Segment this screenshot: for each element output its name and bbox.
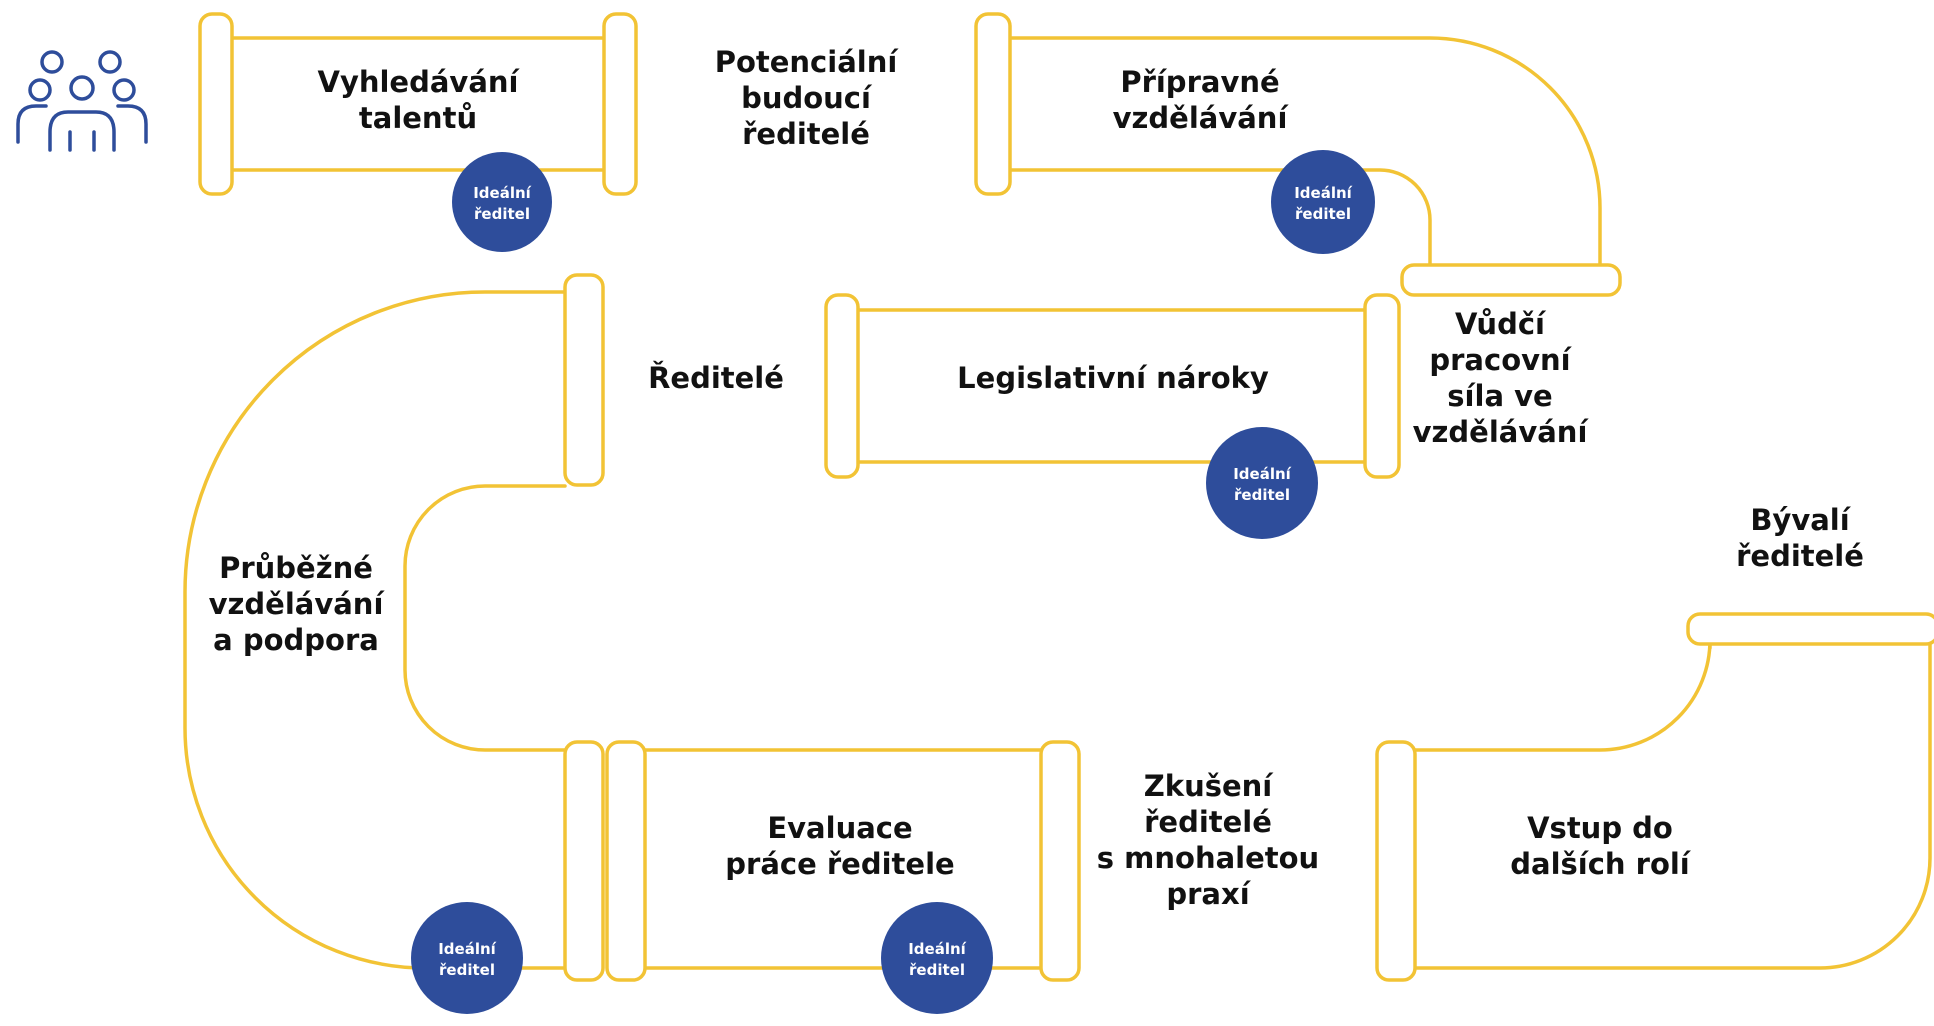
badge-label: Ideální ředitel bbox=[1294, 184, 1352, 223]
badge-circle bbox=[452, 152, 552, 252]
badge-label-line: ředitel bbox=[439, 961, 495, 979]
pipe-flanges bbox=[198, 12, 1934, 982]
group-principals-line: Ředitelé bbox=[648, 361, 784, 395]
flange bbox=[1375, 740, 1417, 982]
badge-label: Ideální ředitel bbox=[473, 184, 531, 223]
flange bbox=[974, 12, 1012, 196]
ideal-principal-badge: Ideální ředitel bbox=[1206, 427, 1318, 539]
badge-label-line: Ideální bbox=[438, 940, 496, 958]
stage-entering-other-roles-line: Vstup do bbox=[1527, 811, 1673, 845]
flange bbox=[602, 12, 638, 196]
flange bbox=[824, 293, 860, 479]
group-former-principals-line: ředitelé bbox=[1736, 539, 1864, 573]
badge-label-line: ředitel bbox=[1295, 205, 1351, 223]
group-leading-workforce-line: Vůdčí bbox=[1455, 307, 1547, 341]
people-group-icon bbox=[16, 50, 148, 152]
stage-preparatory-education-line: vzdělávání bbox=[1113, 101, 1290, 135]
ideal-principal-badge: Ideální ředitel bbox=[452, 152, 552, 252]
flange bbox=[1363, 293, 1401, 479]
flange bbox=[1686, 612, 1934, 646]
badge-label-line: ředitel bbox=[909, 961, 965, 979]
group-leading-workforce-line: síla ve bbox=[1447, 379, 1552, 413]
group-potential-future-principals-line: ředitelé bbox=[742, 117, 870, 151]
flange bbox=[563, 273, 605, 487]
stage-continuous-education-line: vzdělávání bbox=[209, 587, 386, 621]
badge-label-line: Ideální bbox=[908, 940, 966, 958]
stage-preparatory-education-line: Přípravné bbox=[1120, 65, 1279, 99]
group-potential-future-principals-line: Potenciální bbox=[715, 45, 900, 79]
stage-talent-search-line: Vyhledávání bbox=[318, 65, 521, 99]
badge-circle bbox=[1206, 427, 1318, 539]
stage-continuous-education-line: Průběžné bbox=[219, 551, 373, 585]
badge-label-line: Ideální bbox=[473, 184, 531, 202]
stage-continuous-education-line: a podpora bbox=[213, 623, 379, 657]
badge-circle bbox=[411, 902, 523, 1014]
ideal-principal-badge: Ideální ředitel bbox=[411, 902, 523, 1014]
badge-circle bbox=[881, 902, 993, 1014]
badge-label: Ideální ředitel bbox=[438, 940, 496, 979]
group-experienced-principals-line: praxí bbox=[1166, 877, 1251, 911]
flange bbox=[605, 740, 647, 982]
flange bbox=[1039, 740, 1081, 982]
stage-talent-search-line: talentů bbox=[359, 101, 477, 135]
badge-label: Ideální ředitel bbox=[908, 940, 966, 979]
stage-principal-evaluation-line: práce ředitele bbox=[725, 847, 954, 881]
group-former-principals-line: Bývalí bbox=[1750, 503, 1851, 537]
group-experienced-principals-line: Zkušení bbox=[1144, 769, 1275, 803]
flange bbox=[1400, 263, 1622, 297]
stage-legislative-requirements: Legislativní nároky bbox=[957, 361, 1269, 395]
group-experienced-principals-line: s mnohaletou bbox=[1097, 841, 1319, 875]
stage-principal-evaluation-line: Evaluace bbox=[767, 811, 912, 845]
badge-circle bbox=[1271, 150, 1375, 254]
group-potential-future-principals-line: budoucí bbox=[741, 81, 873, 115]
badge-label-line: ředitel bbox=[1234, 486, 1290, 504]
badge-label-line: Ideální bbox=[1233, 465, 1291, 483]
stage-legislative-requirements-line: Legislativní nároky bbox=[957, 361, 1269, 395]
badge-label: Ideální ředitel bbox=[1233, 465, 1291, 504]
stage-entering-other-roles-line: dalších rolí bbox=[1510, 847, 1692, 881]
flange bbox=[563, 740, 605, 982]
ideal-principal-badge: Ideální ředitel bbox=[881, 902, 993, 1014]
group-principals: Ředitelé bbox=[648, 361, 784, 395]
badge-label-line: Ideální bbox=[1294, 184, 1352, 202]
group-leading-workforce-line: pracovní bbox=[1429, 343, 1572, 377]
ideal-principal-badge: Ideální ředitel bbox=[1271, 150, 1375, 254]
badge-label-line: ředitel bbox=[474, 205, 530, 223]
flange bbox=[198, 12, 234, 196]
group-leading-workforce-line: vzdělávání bbox=[1413, 415, 1590, 449]
group-experienced-principals-line: ředitelé bbox=[1144, 805, 1272, 839]
